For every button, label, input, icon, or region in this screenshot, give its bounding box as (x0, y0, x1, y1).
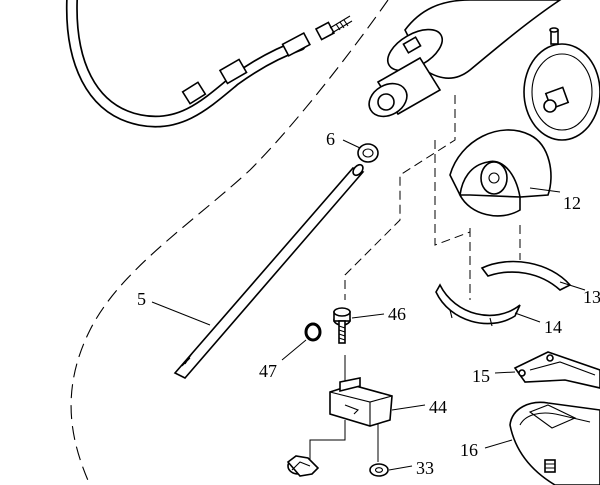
o-ring-47 (281, 322, 322, 361)
throttle-cable (65, 0, 353, 128)
callout-13: 13 (583, 287, 600, 307)
drive-shaft-5 (151, 163, 365, 379)
callout-47: 47 (259, 361, 277, 381)
lower-housing-16 (484, 401, 600, 485)
callout-12: 12 (563, 193, 581, 213)
callout-46: 46 (388, 304, 406, 324)
callout-16: 16 (460, 440, 478, 460)
hose-clip (286, 455, 320, 477)
callout-15: 15 (472, 366, 490, 386)
clamp-block-44 (329, 377, 426, 427)
lower-shield-14 (435, 283, 541, 327)
bushing-6 (342, 139, 379, 163)
bracket-15 (494, 351, 600, 389)
callout-44: 44 (429, 397, 447, 417)
bolt-46 (333, 307, 385, 344)
blade-gear (523, 27, 600, 141)
washer-33 (369, 463, 413, 477)
blade-guard-12 (449, 129, 561, 217)
assembly-guide-lines (70, 0, 521, 485)
curved-shield-13 (480, 260, 586, 291)
gear-housing (368, 0, 562, 118)
callout-14: 14 (544, 317, 562, 337)
callout-33: 33 (416, 458, 434, 478)
callout-5: 5 (137, 289, 146, 309)
callout-6: 6 (326, 129, 335, 149)
